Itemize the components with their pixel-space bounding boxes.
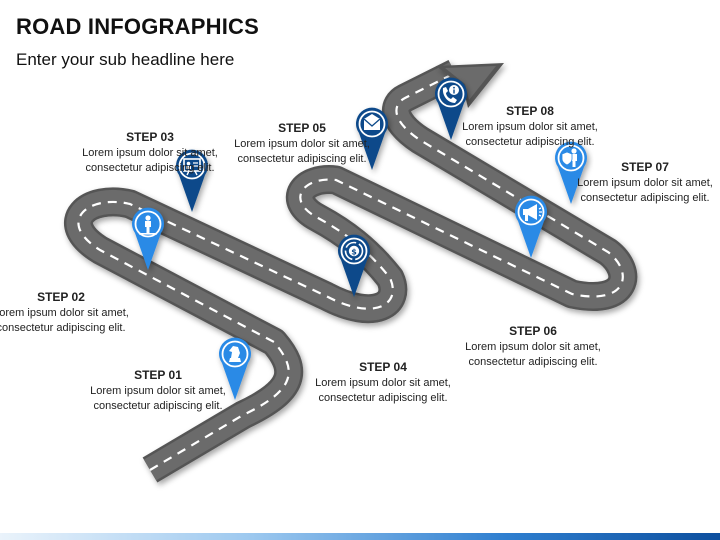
step-label: STEP 05	[278, 121, 326, 135]
pin-ring	[437, 80, 465, 108]
road-arrowhead-inner	[445, 66, 496, 100]
phone-info-icon	[442, 85, 459, 103]
step-07-marker	[555, 141, 587, 204]
step-02-callout: STEP 02 Lorem ipsum dolor sit amet, cons…	[0, 290, 131, 335]
step-08-callout: STEP 08 Lorem ipsum dolor sit amet, cons…	[460, 104, 600, 149]
megaphone-icon	[523, 204, 542, 221]
footer-accent-bar	[0, 533, 720, 540]
person-icon	[139, 215, 157, 235]
location-pin-icon	[132, 207, 164, 270]
step-description: Lorem ipsum dolor sit amet, consectetur …	[90, 385, 226, 412]
step-description: Lorem ipsum dolor sit amet, consectetur …	[577, 177, 713, 204]
step-03-callout: STEP 03 Lorem ipsum dolor sit amet, cons…	[80, 130, 220, 175]
location-pin-icon	[219, 337, 251, 400]
pin-ring	[221, 340, 249, 368]
step-07-callout: STEP 07 Lorem ipsum dolor sit amet, cons…	[575, 160, 715, 205]
page-title: ROAD INFOGRAPHICS	[16, 14, 259, 39]
person-shield-icon	[561, 148, 577, 167]
step-label: STEP 06	[509, 324, 557, 338]
step-03-marker	[176, 149, 208, 212]
step-08-marker	[435, 77, 467, 140]
location-pin-icon	[435, 77, 467, 140]
step-description: Lorem ipsum dolor sit amet, consectetur …	[82, 147, 218, 174]
step-02-marker	[132, 207, 164, 270]
step-description: Lorem ipsum dolor sit amet, consectetur …	[0, 307, 129, 334]
step-label: STEP 01	[134, 368, 182, 382]
pin-ring	[557, 144, 585, 172]
step-06-marker	[515, 195, 547, 258]
pin-ring	[178, 152, 206, 180]
step-markers: $	[132, 77, 587, 400]
mail-icon	[363, 114, 381, 130]
step-description: Lorem ipsum dolor sit amet, consectetur …	[234, 138, 370, 165]
step-01-callout: STEP 01 Lorem ipsum dolor sit amet, cons…	[88, 368, 228, 413]
step-description: Lorem ipsum dolor sit amet, consectetur …	[315, 377, 451, 404]
step-04-marker: $	[338, 234, 370, 297]
step-label: STEP 04	[359, 360, 407, 374]
pin-ring	[358, 110, 386, 138]
page-subtitle: Enter your sub headline here	[16, 50, 235, 69]
step-05-marker	[356, 107, 388, 170]
step-label: STEP 07	[621, 160, 669, 174]
presentation-board-icon	[183, 158, 201, 176]
step-label: STEP 03	[126, 130, 174, 144]
step-04-callout: STEP 04 Lorem ipsum dolor sit amet, cons…	[313, 360, 453, 405]
pin-ring	[134, 210, 162, 238]
money-cycle-icon: $	[344, 241, 364, 261]
step-06-callout: STEP 06 Lorem ipsum dolor sit amet, cons…	[463, 324, 603, 369]
step-description: Lorem ipsum dolor sit amet, consectetur …	[465, 341, 601, 368]
chess-knight-icon	[229, 346, 241, 362]
step-description: Lorem ipsum dolor sit amet, consectetur …	[462, 121, 598, 148]
step-label: STEP 08	[506, 104, 554, 118]
step-05-callout: STEP 05 Lorem ipsum dolor sit amet, cons…	[232, 121, 372, 166]
step-01-marker	[219, 337, 251, 400]
pin-ring	[340, 237, 368, 265]
step-label: STEP 02	[37, 290, 85, 304]
pin-ring	[517, 198, 545, 226]
svg-text:$: $	[351, 247, 357, 256]
